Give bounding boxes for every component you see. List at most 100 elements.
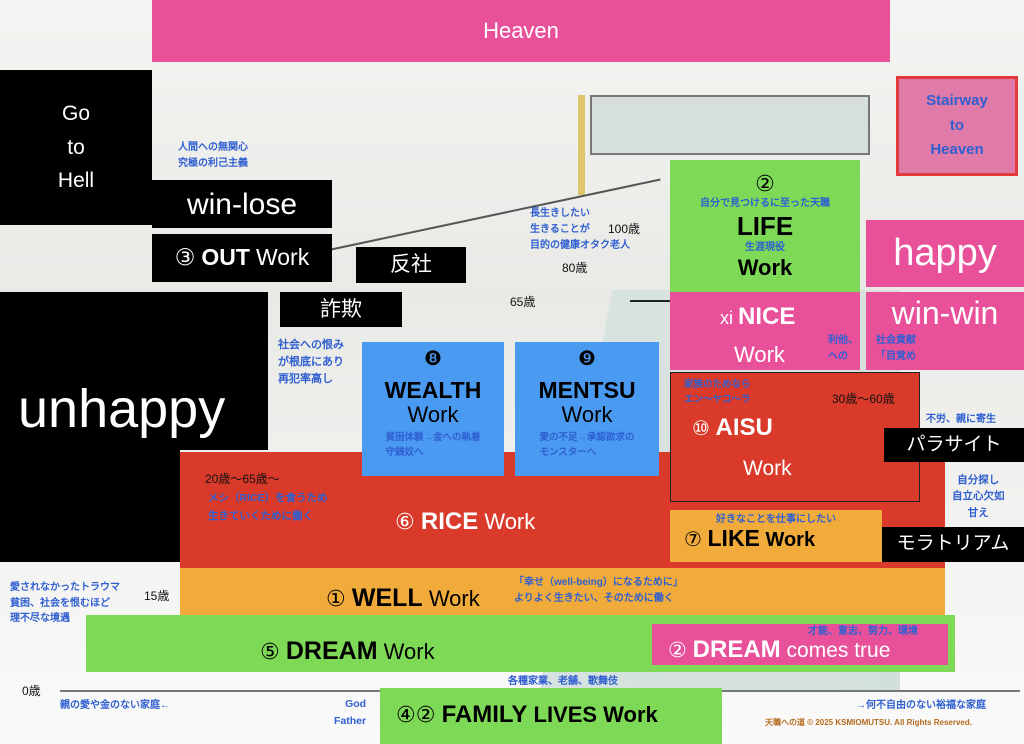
copyright: 天職への道 © 2025 KSMIOMUTSU. All Rights Rese…: [765, 718, 972, 727]
name: DREAM: [692, 636, 781, 663]
number: ②: [668, 639, 687, 662]
sagi-box: 詐欺: [280, 292, 402, 327]
out-note: 人間への無関心究極の利己主義: [178, 142, 248, 169]
nice-work-work: Work: [734, 342, 785, 367]
rich-family-note: →何不自由のない裕福な家庭: [856, 700, 986, 711]
dream-work-label: ⑤ DREAM Work: [260, 637, 435, 666]
life-note: 自分で見つけるに至った天職: [700, 198, 830, 210]
background-line: [630, 300, 670, 302]
age-30-60: 30歳〜60歳: [832, 392, 895, 406]
name: NICE: [738, 303, 796, 330]
name: WELL: [351, 584, 423, 612]
dream-true-note: 才能、意志、努力、環境: [808, 626, 918, 637]
number: ①: [326, 586, 346, 611]
moratorium-box: モラトリアム: [882, 527, 1024, 562]
age-100: 100歳: [608, 222, 641, 236]
label: Go: [61, 102, 90, 126]
unhappy-region-lower: [0, 450, 180, 562]
name: AISU: [715, 414, 773, 441]
nice-work-box: [670, 292, 860, 370]
work: Work: [561, 402, 613, 428]
number: xi: [720, 308, 733, 328]
poor-family-note: 親の愛や金のない家庭←: [60, 700, 170, 711]
age-15: 15歳: [144, 589, 170, 603]
dream-comes-true-label: ② DREAM comes true: [668, 636, 890, 664]
well-note: 「幸せ（well-being）になるために」よりよく生きたい、そのために働く: [514, 577, 683, 604]
label: to: [67, 135, 85, 159]
life-work-box: ② 自分で見つけるに至った天職 LIFE 生涯現役 Work: [670, 160, 860, 292]
number: ⑦: [684, 529, 702, 551]
label: Stairway: [926, 91, 988, 109]
number: ⑥: [395, 509, 415, 534]
age-0: 0歳: [22, 684, 41, 698]
work: Work: [484, 509, 536, 534]
like-note: 好きなことを仕事にしたい: [716, 514, 836, 525]
number: ⑩: [692, 418, 710, 440]
number: ❾: [578, 348, 596, 370]
well-work-label: ① WELL Work: [326, 584, 480, 613]
name: WEALTH: [384, 377, 482, 403]
longevity-note: 長生きしたい生きることが目的の健康オタク老人: [530, 208, 630, 251]
parasite-note: 不労、親に寄生: [926, 414, 996, 425]
well-work-region: [180, 568, 945, 615]
unhappy-label: unhappy: [18, 379, 226, 439]
background-pillar: [578, 95, 585, 195]
trauma-note: 愛されなかったトラウマ貧困、社会を恨むほど理不尽な境遇: [10, 582, 120, 624]
go-to-hell-box: Go to Hell: [0, 70, 152, 225]
like-work-label: ⑦ LIKE Work: [684, 525, 815, 552]
like-work-box: [670, 510, 882, 562]
life-note: 生涯現役: [745, 242, 785, 254]
dream-comes-true-box: [652, 624, 948, 665]
name: DREAM: [285, 637, 378, 665]
unhappy-region: [0, 292, 268, 450]
contribution-note: 社会貢献「目覚め: [876, 335, 916, 362]
number: ③: [174, 244, 196, 271]
rest: comes true: [786, 639, 891, 662]
age-20-65: 20歳〜65歳〜: [205, 472, 280, 486]
happy-box: happy: [866, 220, 1024, 287]
parasite-box: パラサイト: [884, 428, 1024, 462]
name: FAMILY: [441, 701, 528, 728]
stairway-to-heaven-box: Stairway to Heaven: [896, 76, 1018, 176]
family-work-label: ④② FAMILY LIVES Work: [396, 701, 658, 729]
name: OUT: [201, 244, 250, 271]
mentsu-work-box: ❾ MENTSU Work 愛の不足→承認欲求のモンスターへ: [515, 342, 659, 476]
label: Heaven: [930, 141, 984, 159]
name: RICE: [420, 508, 479, 535]
name: LIKE: [707, 525, 760, 551]
wealth-work-box: ❽ WEALTH Work 貧困体験→金への執着守銭奴へ: [362, 342, 504, 476]
number: ②: [755, 171, 775, 197]
work: Work: [737, 254, 793, 280]
family-note: 各種家業、老舗、歌舞伎: [508, 676, 618, 687]
rice-work-label: ⑥ RICE Work: [395, 508, 535, 536]
age-65: 65歳: [510, 295, 536, 309]
nice-note: 利他、への: [828, 335, 858, 362]
number: ⑤: [260, 639, 280, 664]
self-search-note: 自分探し自立心欠如甘え: [952, 474, 1005, 519]
nice-work-label: xi NICE: [720, 303, 795, 331]
work: Work: [407, 402, 459, 428]
aisu-note: 家族のためならエン〜ヤコ〜ラ: [684, 379, 751, 405]
family-work-box: [380, 688, 722, 744]
label: to: [949, 116, 965, 134]
number: ④②: [396, 702, 436, 727]
heaven-banner: Heaven: [152, 0, 890, 62]
work: Work: [255, 244, 310, 271]
work: Work: [765, 529, 816, 551]
crime-note: 社会への恨みが根底にあり再犯率高し: [278, 339, 344, 386]
number: ❽: [424, 348, 442, 370]
name: LIFE: [736, 210, 794, 241]
label: Hell: [57, 169, 95, 193]
mentsu-note: 愛の不足→承認欲求のモンスターへ: [539, 432, 635, 459]
win-win-box: win-win: [866, 292, 1024, 370]
work: Work: [428, 586, 480, 611]
hansha-box: 反社: [356, 247, 466, 283]
rest: LIVES Work: [533, 702, 658, 727]
work: Work: [383, 639, 435, 664]
aisu-work-label: ⑩ AISU: [692, 414, 773, 442]
win-lose-box: win-lose: [152, 180, 332, 228]
rice-note: メシ（RICE）を食うため生きていくために働く: [208, 492, 328, 522]
aisu-work-work: Work: [743, 457, 792, 480]
